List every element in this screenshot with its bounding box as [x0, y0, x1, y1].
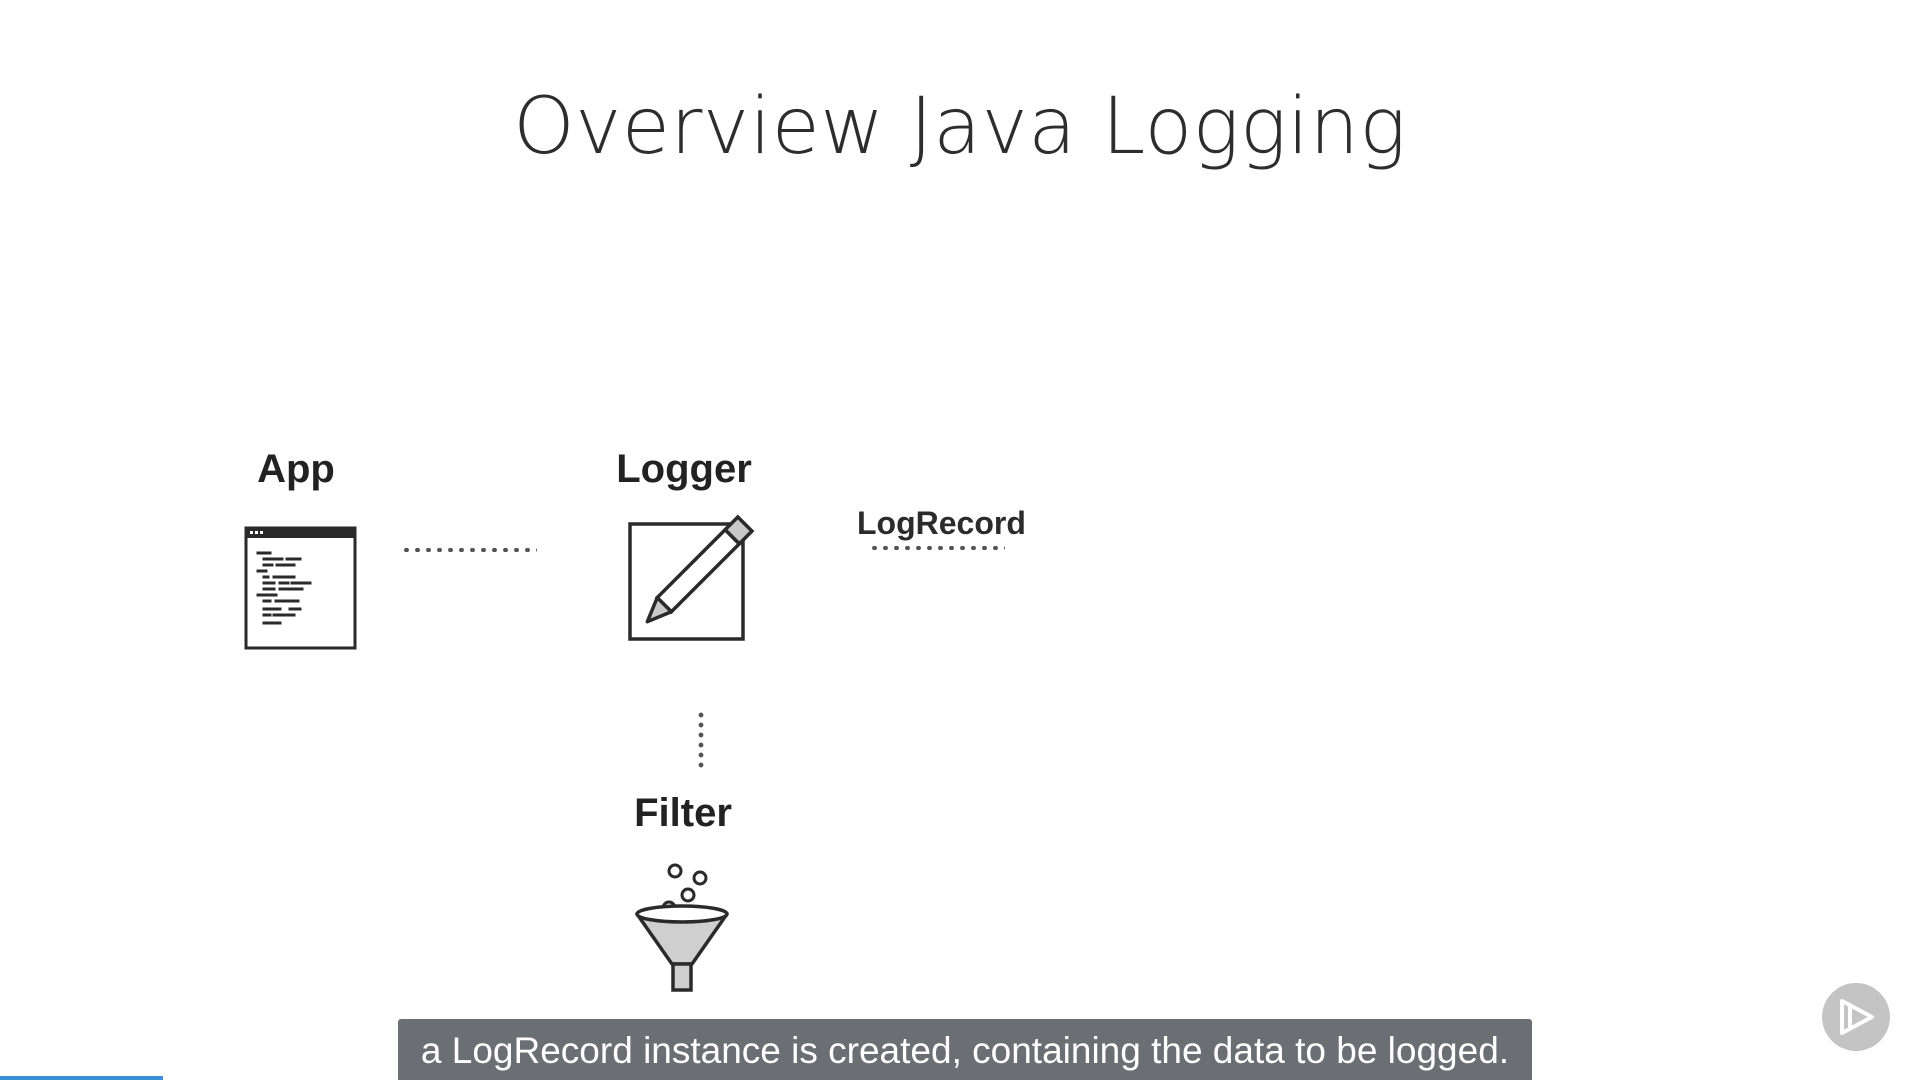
logger-label: Logger	[616, 447, 752, 491]
logrecord-label: LogRecord	[857, 505, 1026, 541]
code-window-icon	[244, 526, 357, 650]
logger-to-filter-connector	[698, 710, 704, 772]
filter-label: Filter	[634, 791, 732, 835]
play-icon	[1822, 983, 1890, 1051]
play-button[interactable]	[1822, 983, 1890, 1051]
progress-fill	[0, 1076, 164, 1080]
app-to-logger-connector	[401, 548, 537, 552]
funnel-filter-icon	[634, 862, 730, 994]
pencil-edit-icon	[627, 506, 763, 642]
app-label: App	[257, 447, 335, 491]
logrecord-connector	[869, 546, 1005, 550]
slide-title: Overview Java Logging	[513, 82, 1407, 172]
subtitle-caption: a LogRecord instance is created, contain…	[398, 1019, 1532, 1080]
progress-bar[interactable]	[0, 1076, 1920, 1080]
